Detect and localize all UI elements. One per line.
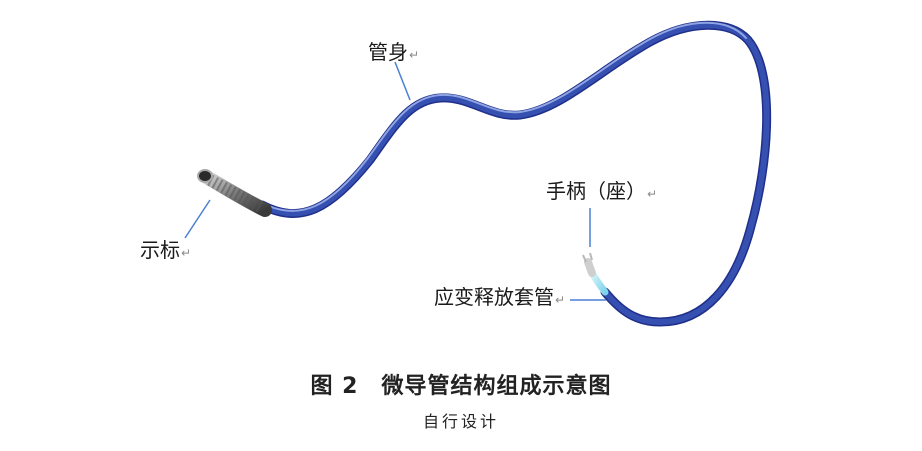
figure-caption-source: 自行设计 [422, 412, 499, 431]
label-strain-relief: 应变释放套管↵ [434, 287, 565, 307]
distal-tip [197, 169, 272, 217]
leader-line-tube-body [394, 61, 411, 101]
label-handle: 手柄（座）↵ [546, 181, 657, 201]
label-tube-body-text: 管身 [368, 40, 408, 64]
paragraph-mark-icon: ↵ [181, 246, 192, 260]
figure-caption-title: 图 2 微导管结构组成示意图 [310, 374, 612, 399]
label-strain-relief-text: 应变释放套管 [434, 285, 554, 309]
paragraph-mark-icon: ↵ [647, 187, 658, 201]
leader-line-marker [184, 199, 211, 239]
paragraph-mark-icon: ↵ [409, 48, 420, 62]
label-handle-text: 手柄（座） [546, 179, 646, 203]
label-marker: 示标↵ [140, 240, 191, 260]
paragraph-mark-icon: ↵ [555, 293, 566, 307]
label-marker-text: 示标 [140, 238, 180, 262]
label-tube-body: 管身↵ [368, 42, 419, 62]
handle-hub [582, 252, 596, 277]
tube-body [257, 20, 772, 327]
